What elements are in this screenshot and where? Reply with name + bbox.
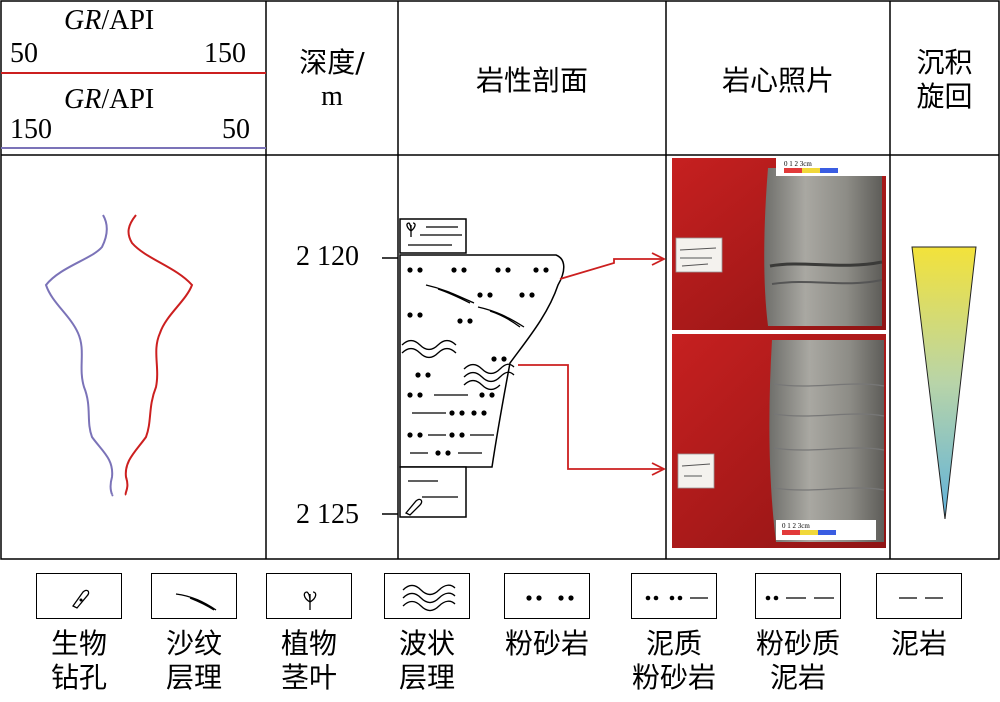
gr-blue-title: GR/API	[64, 84, 155, 115]
legend-label-bioturbation: 生物钻孔	[50, 627, 107, 694]
cycle-header: 沉积旋回	[916, 46, 973, 113]
depth-tick-2120: 2 120	[296, 241, 359, 272]
depth-header: 深度/m	[299, 46, 365, 112]
bioturbation-icon	[72, 589, 90, 609]
plant-fragment-icon	[406, 222, 416, 237]
legend-label-plant: 植物茎叶	[280, 627, 337, 694]
gr-red-title: GR/API	[64, 5, 155, 36]
svg-text:0 1 2 3cm: 0 1 2 3cm	[782, 522, 810, 530]
legend-box-plant	[266, 573, 352, 619]
legend-label-muddy-siltstone: 泥质粉砂岩	[631, 627, 716, 694]
ripple-lamination-icon	[175, 593, 217, 611]
svg-text:0 1 2 3cm: 0 1 2 3cm	[784, 160, 812, 168]
bioturbation-icon	[404, 498, 423, 516]
core-photo-header: 岩心照片	[721, 64, 834, 97]
depth-tick-marks	[382, 257, 398, 515]
core-photo-top: 0 1 2 3cm	[672, 158, 886, 330]
core-photo-bottom: 0 1 2 3cm	[672, 334, 886, 548]
legend-label-ripple: 沙纹层理	[165, 627, 222, 694]
legend-box-muddy-siltstone	[631, 573, 717, 619]
legend-box-bioturbation	[36, 573, 122, 619]
plant-fragment-icon	[303, 591, 317, 610]
silty-mudstone-icon	[765, 595, 834, 601]
legend-box-mudstone	[876, 573, 962, 619]
cycle-triangle	[911, 246, 977, 520]
arrow-top	[559, 258, 662, 280]
gr-red-min: 50	[10, 38, 38, 69]
gr-red-curve	[124, 214, 194, 496]
gr-blue-min: 150	[10, 114, 52, 145]
lithology-header: 岩性剖面	[475, 64, 588, 97]
siltstone-icon	[526, 595, 574, 601]
legend-label-siltstone: 粉砂岩	[504, 627, 589, 660]
legend-box-wavy	[384, 573, 470, 619]
lithology-column	[399, 218, 666, 518]
muddy-siltstone-icon	[645, 595, 708, 601]
arrow-bottom	[518, 364, 662, 470]
legend-box-siltstone	[504, 573, 590, 619]
legend-label-silty-mudstone: 粉砂质泥岩	[755, 627, 840, 694]
legend-box-ripple	[151, 573, 237, 619]
mudstone-icon	[899, 597, 943, 599]
depth-tick-2125: 2 125	[296, 499, 359, 530]
gr-blue-max: 50	[222, 114, 250, 145]
legend-box-silty-mudstone	[755, 573, 841, 619]
gr-blue-curve	[44, 214, 114, 497]
legend-label-wavy: 波状层理	[398, 627, 455, 694]
gr-log-curves	[44, 214, 194, 497]
sedimentary-cycle	[911, 246, 977, 520]
gr-red-max: 150	[204, 38, 246, 69]
wavy-bedding-icon	[402, 584, 456, 612]
core-photos: 0 1 2 3cm 0 1 2 3cm	[672, 158, 886, 548]
legend-label-mudstone: 泥岩	[890, 627, 947, 660]
